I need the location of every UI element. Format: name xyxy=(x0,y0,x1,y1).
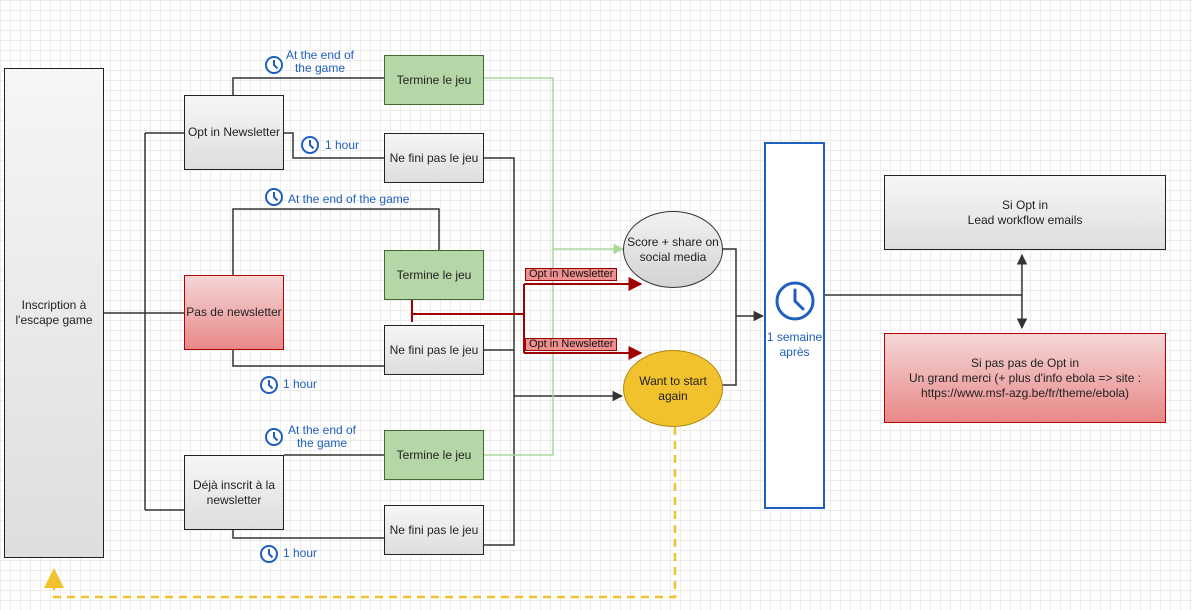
opt-in-newsletter-node[interactable]: Opt in Newsletter xyxy=(184,95,284,170)
opt-in-newsletter-tag-1: Opt in Newsletter xyxy=(525,268,618,281)
pas-de-newsletter-node[interactable]: Pas de newsletter xyxy=(184,275,284,350)
une-semaine-label: 1 semaine après xyxy=(766,329,823,359)
termine-jeu-node-3[interactable]: Termine le jeu xyxy=(384,430,484,480)
si-pas-opt-in-node[interactable]: Si pas pas de Opt in Un grand merci (+ p… xyxy=(884,333,1166,423)
termine-jeu-node-2[interactable]: Termine le jeu xyxy=(384,250,484,300)
clock-icon xyxy=(301,136,319,154)
si-opt-in-node[interactable]: Si Opt in Lead workflow emails xyxy=(884,175,1166,250)
clock-icon xyxy=(265,188,283,206)
clock-icon xyxy=(265,428,283,446)
ne-fini-pas-node-1[interactable]: Ne fini pas le jeu xyxy=(384,133,484,183)
one-hour-label-2: 1 hour xyxy=(283,377,318,391)
ne-fini-pas-node-3[interactable]: Ne fini pas le jeu xyxy=(384,505,484,555)
ne-fini-pas-node-2[interactable]: Ne fini pas le jeu xyxy=(384,325,484,375)
clock-icon xyxy=(260,545,278,563)
clock-icon xyxy=(775,281,814,320)
score-share-node[interactable]: Score + share on social media xyxy=(623,211,723,288)
end-of-game-label-1: At the end of the game xyxy=(285,48,355,75)
clock-icon xyxy=(260,376,278,394)
end-of-game-label-2: At the end of the game xyxy=(288,192,410,206)
one-hour-label-3: 1 hour xyxy=(283,546,318,560)
une-semaine-node[interactable]: 1 semaine après xyxy=(764,142,825,509)
want-start-again-node[interactable]: Want to start again xyxy=(623,350,723,427)
inscription-node[interactable]: Inscription à l'escape game xyxy=(4,68,104,558)
opt-in-newsletter-tag-2: Opt in Newsletter xyxy=(525,338,618,351)
one-hour-label-1: 1 hour xyxy=(325,138,360,152)
deja-inscrit-node[interactable]: Déjà inscrit à la newsletter xyxy=(184,455,284,530)
end-of-game-label-3: At the end of the game xyxy=(287,423,357,450)
clock-icon xyxy=(265,56,283,74)
termine-jeu-node-1[interactable]: Termine le jeu xyxy=(384,55,484,105)
